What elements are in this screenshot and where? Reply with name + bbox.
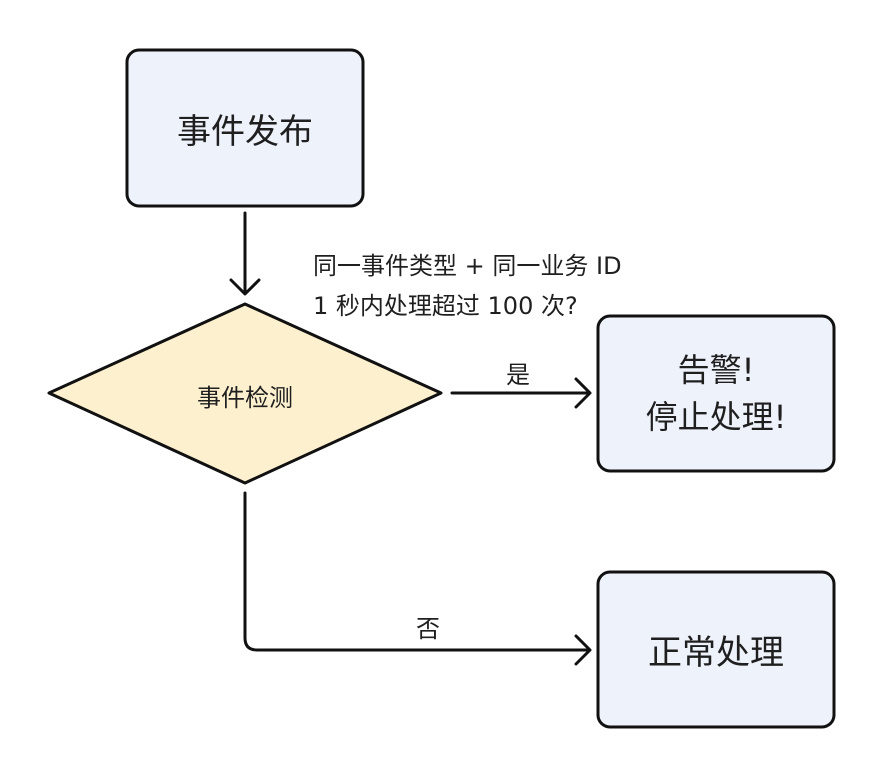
yes-label: 是	[506, 361, 530, 389]
condition-line2: 1 秒内处理超过 100 次?	[313, 292, 578, 320]
normal-box	[596, 570, 836, 729]
publish-label: 事件发布	[177, 111, 313, 152]
no-label: 否	[416, 615, 440, 643]
alarm-label: 告警! 停止处理!	[598, 316, 834, 471]
alarm-label-line2: 停止处理!	[645, 397, 787, 436]
alarm-box	[596, 314, 836, 473]
detect-label: 事件检测	[197, 383, 293, 412]
arrow-yes	[450, 377, 592, 409]
detect-diamond	[47, 302, 443, 485]
arrow-publish-to-detect	[229, 211, 261, 296]
alarm-label-line1: 告警!	[677, 351, 755, 390]
condition-line1: 同一事件类型 + 同一业务 ID	[313, 252, 622, 280]
arrow-no	[243, 491, 592, 666]
publish-box	[125, 48, 365, 208]
normal-label: 正常处理	[648, 633, 784, 673]
